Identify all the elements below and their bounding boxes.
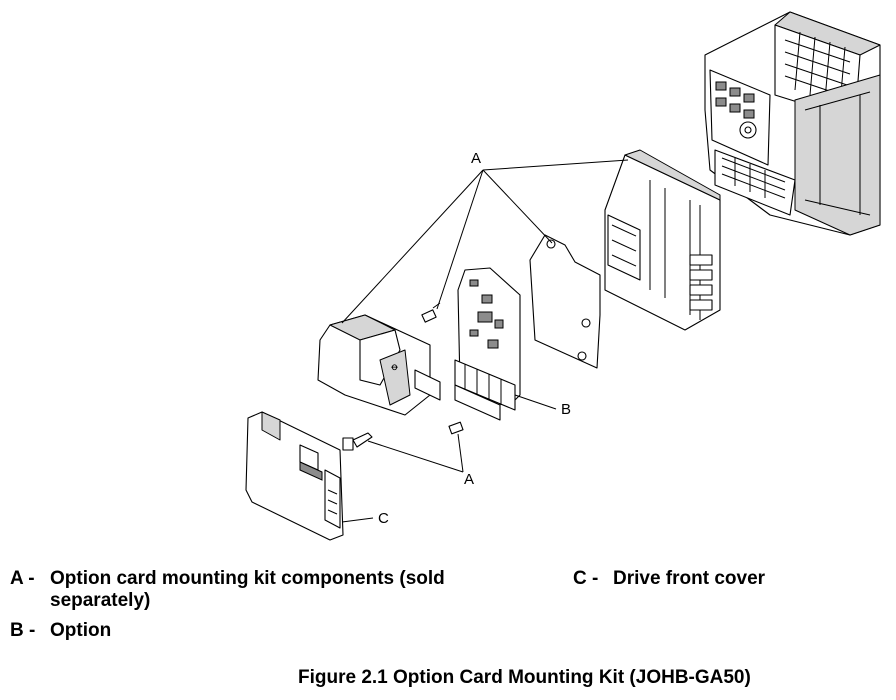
legend-item-c: C - Drive front cover [573, 568, 873, 590]
svg-text:ꝋ: ꝋ [391, 362, 398, 373]
drive-unit [704, 11, 881, 236]
figure-caption: Figure 2.1 Option Card Mounting Kit (JOH… [298, 667, 751, 688]
callout-a-top: A [471, 150, 482, 167]
legend-text: Drive front cover [613, 568, 766, 589]
option-card [454, 267, 521, 421]
option-card-cover: ꝋ [317, 314, 441, 416]
drive-front-cover [245, 411, 344, 541]
legend-text-continued: separately) [50, 590, 151, 611]
legend-text: Option card mounting kit components (sol… [50, 568, 445, 589]
screw-small [448, 421, 464, 435]
legend-item-b: B - Option [10, 620, 310, 642]
screw-large [342, 432, 373, 451]
legend-key: B - [10, 620, 36, 641]
legend-item-a: A - Option card mounting kit components … [10, 568, 530, 614]
mounting-bracket [604, 149, 721, 331]
callout-a-bottom: A [464, 471, 475, 488]
legend-key: C - [573, 568, 599, 589]
callout-c: C [378, 510, 389, 527]
insulation-sheet [529, 234, 601, 369]
callout-b: B [561, 401, 572, 418]
screw-top [421, 302, 441, 323]
legend-key: A - [10, 568, 35, 589]
legend-text: Option [50, 620, 112, 641]
leader-lines [341, 159, 629, 523]
